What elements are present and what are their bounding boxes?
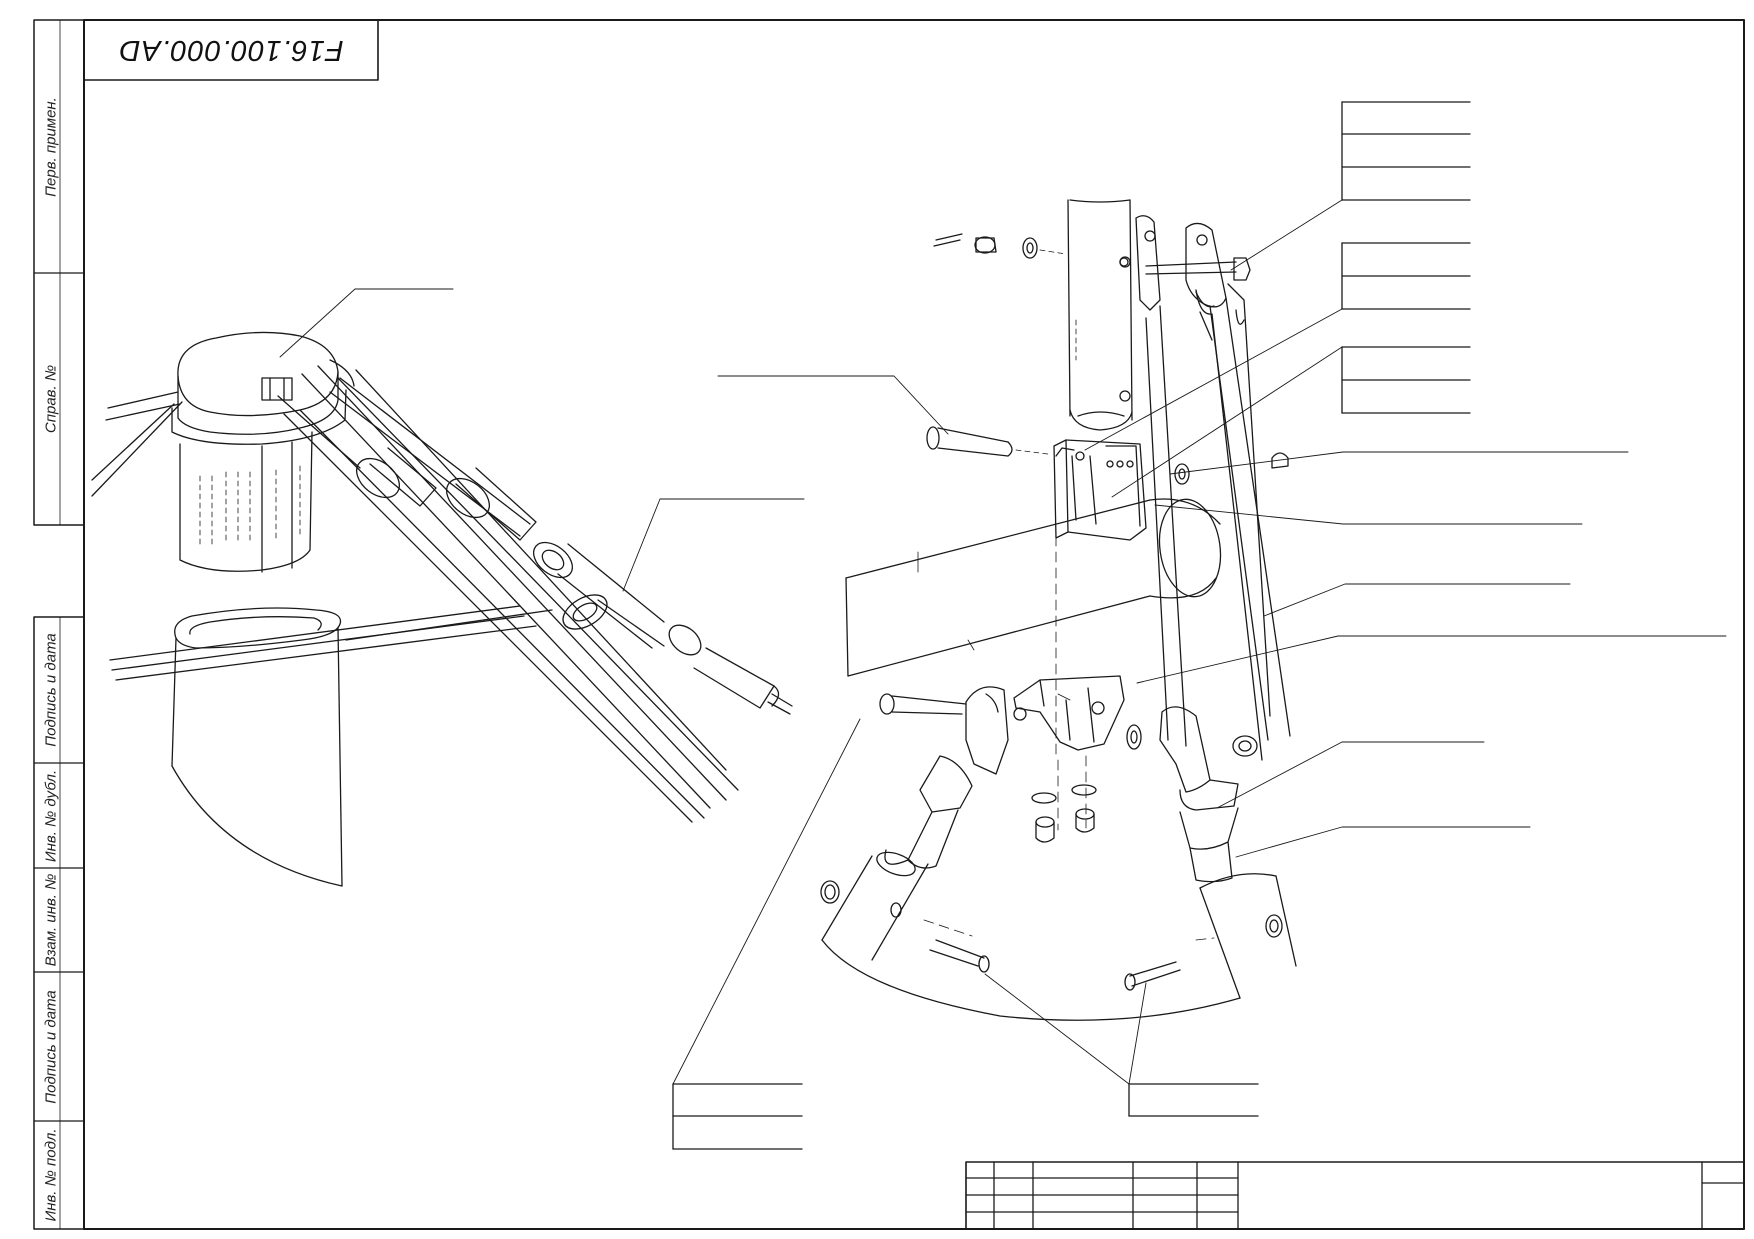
callout-table-top-right-b	[1341, 242, 1471, 310]
stamp-signature-date-2: Подпись и дата	[42, 989, 60, 1104]
long-struts	[277, 365, 739, 823]
lower-legs	[820, 855, 1297, 1021]
vertical-column	[1067, 199, 1133, 431]
horizontal-rope	[109, 605, 553, 681]
lower-pins	[929, 939, 1181, 991]
centre-lines	[923, 535, 1215, 941]
stamp-reference-no: Справ. №	[42, 364, 60, 434]
right-assembly	[820, 199, 1297, 1021]
top-bolt-set	[933, 233, 1067, 259]
sheet-frame	[33, 19, 1745, 1230]
stamp-replaced-inv-no: Взам. инв. №	[42, 873, 60, 967]
stamp-signature-date-1: Подпись и дата	[42, 633, 60, 747]
callout-table-top-right-c	[1341, 346, 1471, 414]
leader-lines	[279, 199, 1727, 1085]
stamp-original-inv-no: Инв. № подл.	[42, 1128, 60, 1222]
left-assembly	[91, 331, 793, 887]
pulley-cap	[171, 331, 355, 445]
left-elbow	[876, 686, 1009, 877]
callout-table-bottom-center	[1128, 1083, 1259, 1117]
stamp-first-use: Перв. примен.	[42, 96, 60, 197]
bottom-nuts	[1031, 784, 1097, 843]
document-code: F16.100.000.AD	[118, 34, 344, 67]
lower-left-pin	[879, 693, 967, 715]
right-diagonal-plate	[1195, 283, 1271, 761]
stamp-duplicate-inv-no: Инв. № дубл.	[42, 769, 60, 862]
bottom-bracket	[1013, 675, 1125, 751]
top-bracket	[1053, 439, 1147, 541]
long-bolt	[1119, 257, 1251, 281]
main-tube	[845, 498, 1222, 677]
title-block	[965, 1161, 1745, 1230]
callout-table-top-right-a	[1341, 101, 1471, 201]
washers-right	[1126, 452, 1289, 750]
left-ropes	[91, 391, 183, 497]
pulley-body	[179, 431, 313, 573]
turnbuckle-assembly	[329, 377, 793, 715]
callout-table-bottom-left	[672, 1083, 803, 1150]
right-elbow	[1159, 706, 1239, 883]
document-code-box	[83, 19, 379, 81]
socket-tube	[171, 607, 343, 887]
clevis-pin	[926, 426, 1049, 457]
